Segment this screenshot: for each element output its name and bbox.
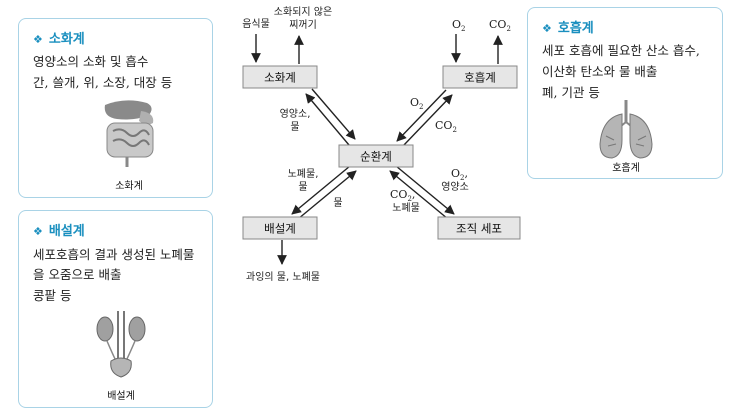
undigested-label-line-2: 찌꺼기 <box>289 19 317 31</box>
diamond-icon: ❖ <box>33 33 43 46</box>
excretory-card-caption: 배설계 <box>107 391 135 402</box>
tissue-o2-label: O2, <box>451 167 468 182</box>
circulatory-to-digestive-arrow <box>305 93 350 146</box>
diamond-icon: ❖ <box>33 225 43 238</box>
svg-text:순환계: 순환계 <box>360 150 392 164</box>
circulatory-to-tissue-arrow <box>395 165 455 215</box>
tissue-waste-label: 노폐물 <box>392 202 420 214</box>
respiratory-card-line-3: 폐, 기관 등 <box>542 85 600 100</box>
svg-text:소화계: 소화계 <box>264 71 296 85</box>
respiratory-card: ❖호흡계 세포 호흡에 필요한 산소 흡수, 이산화 탄소와 물 배출 폐, 기… <box>527 7 723 179</box>
respiratory-card-line-2: 이산화 탄소와 물 배출 <box>542 64 658 79</box>
o2-in-label: O2 <box>452 18 466 33</box>
food-in-label: 음식물 <box>242 18 270 30</box>
tissue-to-circulatory-arrow <box>389 170 449 220</box>
svg-text:배설계: 배설계 <box>264 222 296 236</box>
respiratory-card-caption: 호흡계 <box>612 163 640 174</box>
nutrients-water-label-line-2: 물 <box>290 121 299 133</box>
lungs-icon <box>599 100 653 159</box>
svg-text:호흡계: 호흡계 <box>464 71 496 85</box>
excretory-card-line-2: 을 오줌으로 배출 <box>33 267 122 282</box>
digestive-to-circulatory-arrow <box>311 88 356 140</box>
resp-co2-label: CO2 <box>435 119 457 134</box>
digestive-card: ❖소화계 영양소의 소화 및 흡수 간, 쓸개, 위, 소장, 대장 등 소화계 <box>18 18 213 198</box>
tissue-co2-label: CO2, <box>390 188 415 203</box>
waste-water-label-line-1: 노폐물, <box>288 168 319 180</box>
water-label: 물 <box>333 197 342 209</box>
circulatory-to-excretory-arrow <box>291 165 351 215</box>
respiratory-box: 호흡계 <box>442 65 518 89</box>
excretory-system-icon <box>96 311 146 378</box>
digestive-card-line-2: 간, 쓸개, 위, 소장, 대장 등 <box>33 75 173 90</box>
excreted-label: 과잉의 물, 노폐물 <box>246 271 320 283</box>
nutrients-water-label-line-1: 영양소, <box>280 108 311 120</box>
respiratory-card-line-1: 세포 호흡에 필요한 산소 흡수, <box>542 43 700 58</box>
excretory-card: ❖배설계 세포호흡의 결과 생성된 노폐물 을 오줌으로 배출 콩팥 등 배설계 <box>18 210 213 408</box>
excretory-card-title: ❖배설계 <box>33 224 85 239</box>
respiratory-to-circulatory-arrow <box>396 89 447 142</box>
excretory-box: 배설계 <box>242 216 318 240</box>
tissue-nutrients-label: 영양소 <box>441 181 469 193</box>
circulatory-to-respiratory-arrow <box>402 94 453 147</box>
excretory-card-line-1: 세포호흡의 결과 생성된 노폐물 <box>33 247 195 262</box>
undigested-label-line-1: 소화되지 않은 <box>274 6 332 18</box>
digestive-card-caption: 소화계 <box>115 181 143 192</box>
digestive-card-title: ❖소화계 <box>33 32 85 47</box>
co2-out-label: CO2 <box>489 18 511 33</box>
diamond-icon: ❖ <box>542 22 552 35</box>
svg-text:조직 세포: 조직 세포 <box>456 222 502 236</box>
circulatory-box: 순환계 <box>338 144 414 168</box>
digestive-card-line-1: 영양소의 소화 및 흡수 <box>33 54 149 69</box>
excretory-to-circulatory-arrow <box>297 170 357 220</box>
respiratory-card-title: ❖호흡계 <box>542 21 594 36</box>
excretory-card-line-3: 콩팥 등 <box>33 288 72 303</box>
resp-o2-label: O2 <box>410 96 424 111</box>
tissue-box: 조직 세포 <box>437 216 521 240</box>
digestive-system-icon <box>104 100 154 167</box>
waste-water-label-line-2: 물 <box>298 181 307 193</box>
digestive-box: 소화계 <box>242 65 318 89</box>
